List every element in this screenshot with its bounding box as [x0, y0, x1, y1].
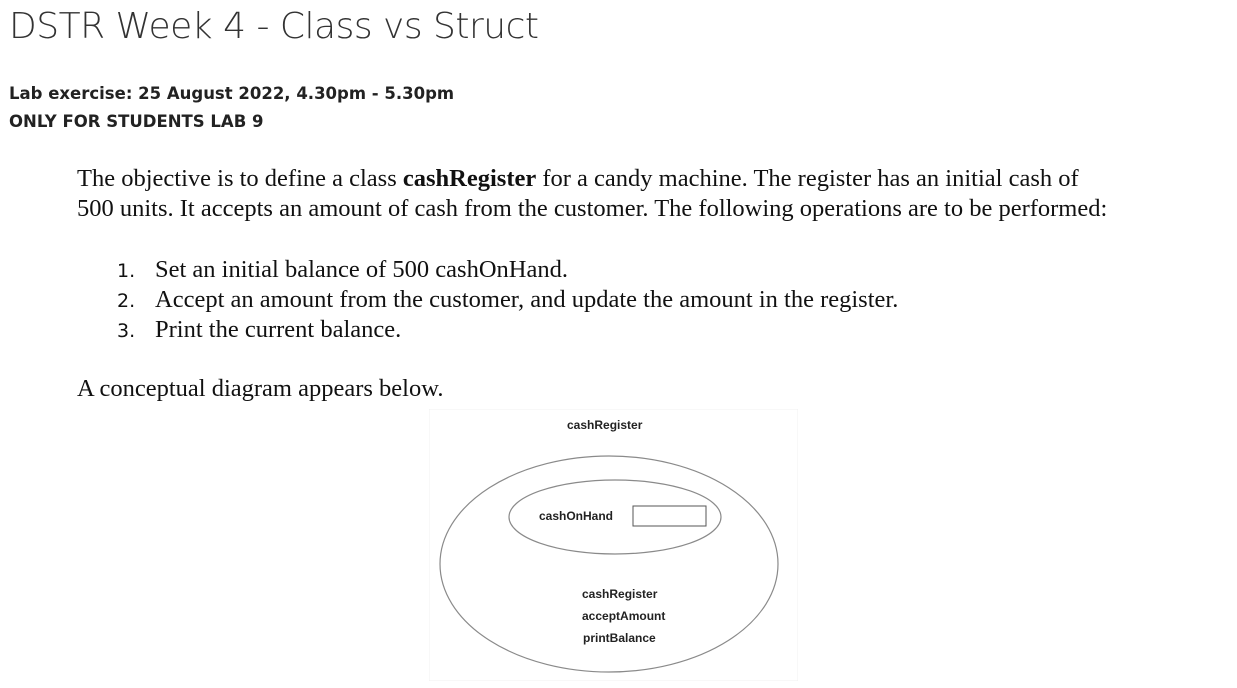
- diagram-frame: [429, 409, 798, 681]
- lab-audience: ONLY FOR STUDENTS LAB 9: [9, 112, 264, 131]
- diagram-member-variable: cashOnHand: [539, 509, 614, 523]
- list-item: 2. Accept an amount from the customer, a…: [117, 286, 898, 316]
- list-item-text: Set an initial balance of 500 cashOnHand…: [155, 256, 568, 283]
- operations-list: 1. Set an initial balance of 500 cashOnH…: [117, 256, 898, 346]
- diagram-method-print-balance: printBalance: [583, 631, 656, 645]
- lab-exercise-date: Lab exercise: 25 August 2022, 4.30pm - 5…: [9, 84, 455, 103]
- class-name-emphasis: cashRegister: [402, 165, 537, 192]
- conceptual-diagram: cashRegister cashOnHand cashRegister acc…: [429, 409, 798, 681]
- objective-paragraph: The objective is to define a class cashR…: [77, 164, 1157, 224]
- objective-line-2: 500 units. It accepts an amount of cash …: [77, 195, 1108, 222]
- list-item-number: 1.: [117, 260, 136, 282]
- member-inner-ellipse: [508, 479, 722, 555]
- objective-line-1: The objective is to define a class cashR…: [77, 164, 1157, 194]
- objective-text-end: for a candy machine. The register has an…: [536, 165, 1079, 192]
- list-item-number: 3.: [117, 320, 136, 342]
- diagram-method-constructor: cashRegister: [582, 587, 658, 601]
- list-item-text: Print the current balance.: [155, 316, 402, 343]
- cash-value-box: [632, 505, 707, 527]
- diagram-graphic: [429, 409, 798, 681]
- objective-text-start: The objective is to define a class: [77, 165, 403, 192]
- diagram-caption: A conceptual diagram appears below.: [77, 375, 444, 402]
- list-item-number: 2.: [117, 290, 136, 312]
- list-item: 3. Print the current balance.: [117, 316, 898, 346]
- diagram-class-name: cashRegister: [567, 418, 643, 432]
- class-outer-ellipse: [439, 455, 779, 673]
- list-item: 1. Set an initial balance of 500 cashOnH…: [117, 256, 898, 286]
- list-item-text: Accept an amount from the customer, and …: [155, 286, 899, 313]
- page-title: DSTR Week 4 - Class vs Struct: [9, 6, 539, 47]
- diagram-method-accept-amount: acceptAmount: [582, 609, 666, 623]
